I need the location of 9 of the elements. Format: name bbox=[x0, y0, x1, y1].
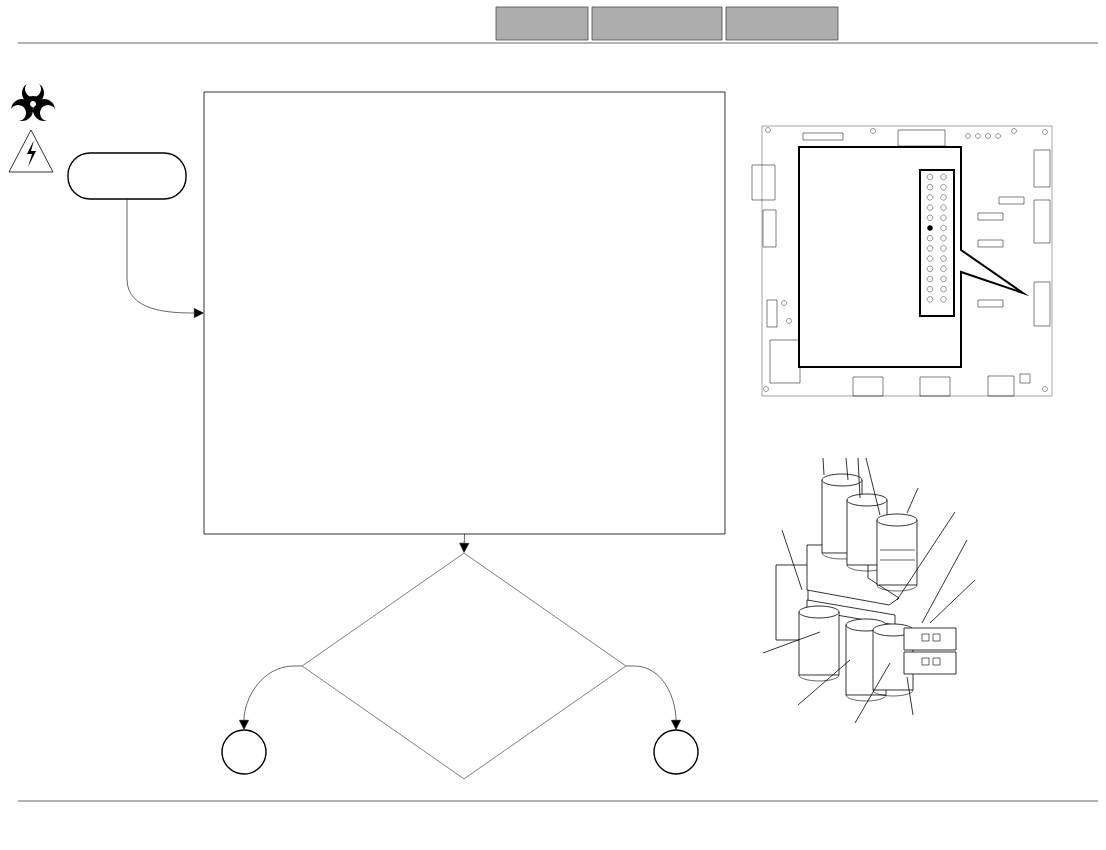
arrow bbox=[126, 198, 204, 318]
connector-circle bbox=[653, 729, 699, 775]
connector-circle bbox=[221, 729, 267, 775]
process-box bbox=[203, 91, 726, 535]
arrow bbox=[625, 665, 681, 730]
terminal-box bbox=[67, 152, 187, 200]
arrow bbox=[239, 665, 303, 730]
decision-diamond bbox=[301, 552, 627, 780]
arrow bbox=[459, 533, 470, 553]
